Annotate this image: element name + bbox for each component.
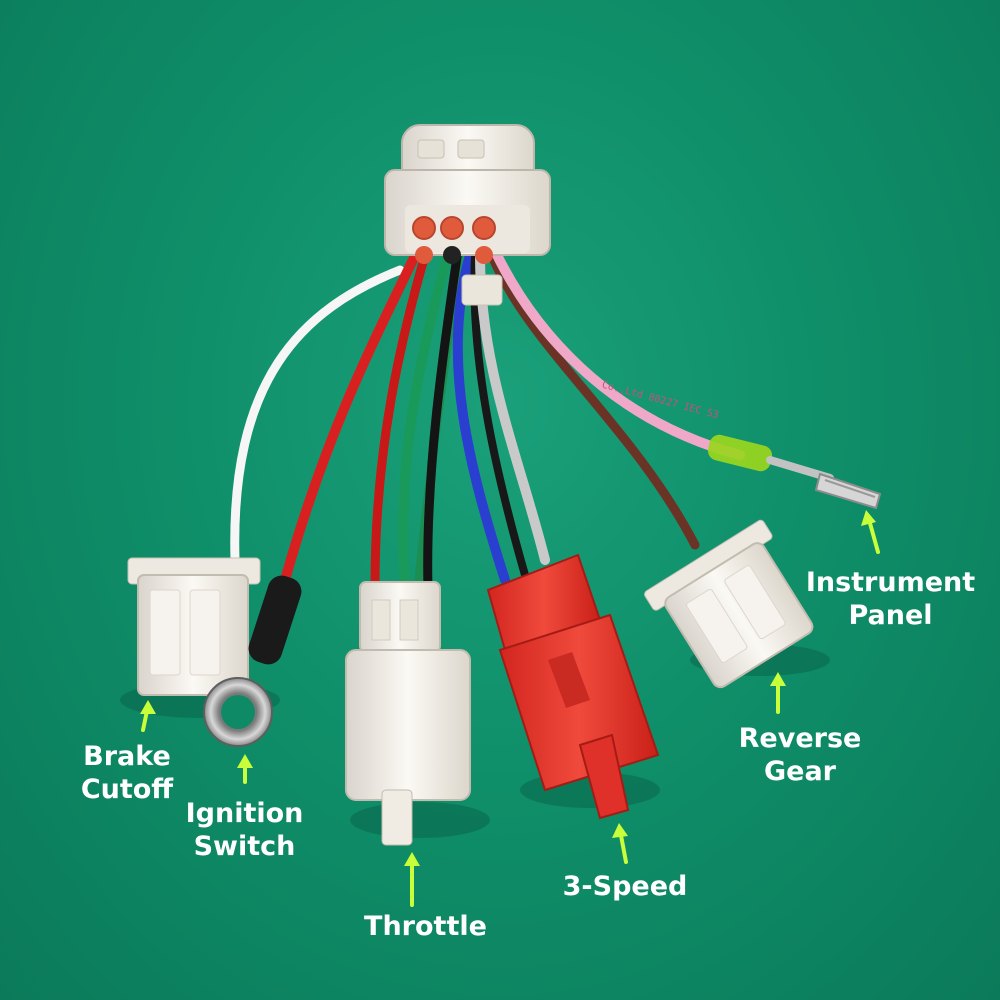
reverse-arrow-icon <box>770 672 786 714</box>
instrument-arrow-icon <box>861 510 880 554</box>
three-speed-connector <box>486 553 660 820</box>
brake-arrow-icon <box>140 700 156 732</box>
reverse-gear-label: Reverse Gear <box>735 722 865 788</box>
brown-wire <box>483 240 700 550</box>
throttle-arrow-icon <box>404 852 420 907</box>
ignition-arrow-icon <box>237 754 253 784</box>
pointer-arrows <box>140 510 880 907</box>
instrument-terminal <box>707 434 882 510</box>
red-wire-ignition <box>280 240 425 585</box>
pink-wire <box>485 235 745 460</box>
red-wire-throttle <box>370 240 433 590</box>
blue-wire <box>452 250 510 585</box>
black-wire <box>423 245 463 595</box>
green-wire-throttle <box>398 240 455 590</box>
throttle-label-text: Throttle <box>364 911 487 942</box>
ignition-label-line2: Switch <box>193 831 296 862</box>
brake-cutoff-connector <box>127 557 261 696</box>
three-speed-label: 3-Speed <box>560 870 690 903</box>
throttle-connector <box>345 581 471 846</box>
brake-cutoff-label: Brake Cutoff <box>72 740 182 806</box>
brake-label-line2: Cutoff <box>80 774 174 805</box>
instrument-label-line1: Instrument <box>805 567 976 598</box>
reverse-label-line1: Reverse <box>738 723 862 754</box>
throttle-label: Throttle <box>358 910 493 943</box>
white-wire <box>230 265 405 565</box>
brake-label-line1: Brake <box>83 741 171 772</box>
three-speed-label-text: 3-Speed <box>562 871 688 902</box>
reverse-gear-connector <box>644 519 814 689</box>
main-connector <box>384 124 551 306</box>
reverse-label-line2: Gear <box>763 756 836 787</box>
instrument-panel-label: Instrument Panel <box>798 566 983 632</box>
ignition-ring-terminal <box>203 575 302 747</box>
ignition-label-line1: Ignition <box>185 798 304 829</box>
ignition-switch-label: Ignition Switch <box>182 797 307 863</box>
three-speed-arrow-icon <box>612 823 628 864</box>
instrument-label-line2: Panel <box>848 600 933 631</box>
